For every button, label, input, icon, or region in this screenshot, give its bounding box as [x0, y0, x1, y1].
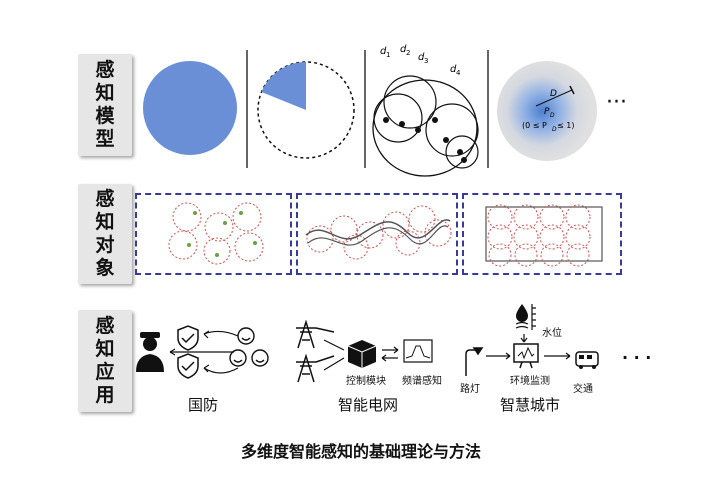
monitor-icon: [513, 343, 539, 369]
defense-diagram: [136, 325, 269, 379]
separator: [246, 50, 248, 168]
env-label: 环境监测: [510, 376, 550, 387]
object-panel-nodes: [135, 193, 292, 275]
figure-caption: 多维度智能感知的基础理论与方法: [240, 442, 481, 461]
row-label-char: 感: [95, 59, 115, 81]
defense-title: 国防: [188, 396, 219, 414]
d-label: d: [400, 44, 407, 55]
row-label-char: 象: [95, 257, 115, 279]
path-diagram: [305, 205, 452, 260]
separator: [364, 50, 366, 168]
d-sub: 2: [406, 49, 410, 57]
power-tower-icon: [296, 320, 335, 383]
object-panel-path: [296, 193, 458, 275]
row-label-char: 对: [95, 234, 115, 256]
smiley-icon: [229, 327, 269, 367]
row-label-char: 知: [95, 82, 115, 104]
d-label: d: [380, 46, 387, 57]
control-box-icon: [347, 340, 377, 368]
traffic-label: 交通: [573, 384, 593, 395]
model-ellipsis: ···: [606, 90, 627, 115]
spectrum-label: 频谱感知: [402, 376, 442, 387]
grid-diagram: [485, 204, 603, 267]
application-ellipsis: · · ·: [622, 348, 652, 367]
formula-p: P: [544, 107, 550, 117]
row-label-char: 应: [95, 361, 115, 383]
spectrum-icon: [403, 339, 433, 363]
d-sub: 4: [456, 69, 461, 77]
d-label: d: [450, 64, 457, 75]
nodes-diagram: [168, 202, 264, 265]
object-panel-grid: [462, 193, 622, 275]
model-overlap-circles: d 1 d 2 d 3 d 4: [372, 44, 479, 177]
formula-range-sub: D: [552, 126, 557, 133]
guard-icon: [136, 332, 164, 372]
shield-icon: [177, 325, 199, 379]
grid-title: 智能电网: [338, 396, 399, 414]
row-label-char: 知: [95, 338, 115, 360]
formula-p-sub: D: [550, 112, 555, 119]
row-label-char: 型: [95, 128, 115, 150]
city-diagram: [465, 304, 599, 376]
model-sector-disk: [257, 61, 355, 159]
d-sub: 1: [386, 51, 390, 59]
street-light-icon: [465, 347, 484, 376]
model-disk-full: [143, 61, 237, 155]
city-title: 智慧城市: [500, 396, 561, 414]
formula-d: D: [550, 89, 557, 99]
water-level-icon: [515, 304, 536, 330]
row-label-char: 模: [95, 105, 115, 127]
water-label: 水位: [542, 328, 562, 339]
bus-icon: [575, 351, 599, 369]
d-label: d: [418, 52, 425, 63]
streetlight-label: 路灯: [460, 384, 480, 395]
row-label-model: 感 知 模 型: [78, 54, 132, 156]
control-label: 控制模块: [346, 376, 386, 387]
row-label-char: 感: [95, 188, 115, 210]
grid-app-diagram: [296, 320, 433, 383]
d-sub: 3: [424, 57, 428, 65]
formula-range: (0 ≤ P: [522, 121, 547, 130]
row-label-application: 感 知 应 用: [78, 310, 132, 412]
row-label-object: 感 知 对 象: [78, 184, 132, 284]
formula-range-end: ≤ 1): [557, 121, 574, 130]
row-label-char: 感: [95, 315, 115, 337]
row-label-char: 知: [95, 211, 115, 233]
separator: [487, 50, 489, 168]
row-label-char: 用: [95, 384, 115, 406]
model-probabilistic: D P D (0 ≤ P D ≤ 1): [497, 61, 597, 161]
